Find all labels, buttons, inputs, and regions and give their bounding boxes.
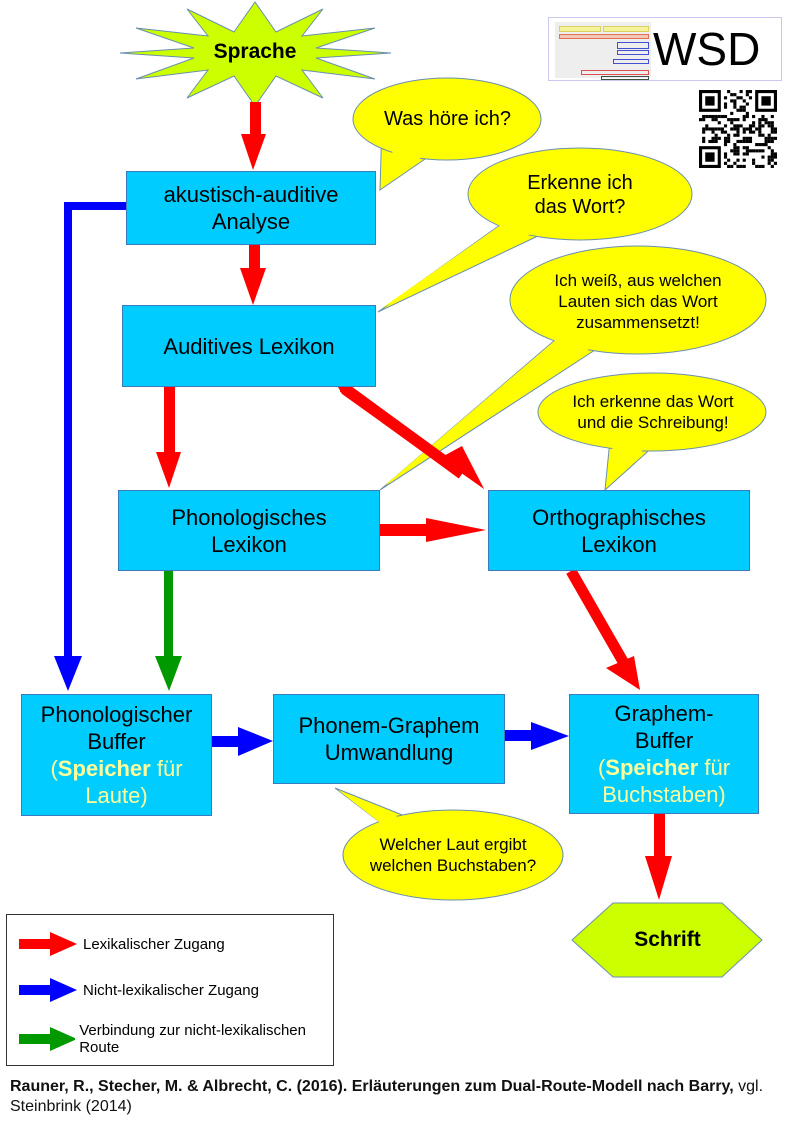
arrow-lexical-sprache-to-analyse — [241, 102, 266, 170]
arrow-non-lexical-analyse-to-phon-buffer — [54, 202, 126, 691]
citation: Rauner, R., Stecher, M. & Albrecht, C. (… — [10, 1077, 790, 1117]
bubble-erkenne-ich-das-wort: Erkenne ich das Wort? — [480, 170, 680, 220]
legend: Lexikalischer Zugang Nicht-lexikalischer… — [6, 914, 334, 1066]
box-line2: Umwandlung — [324, 740, 454, 765]
wsd-logo-text: WSD — [653, 23, 761, 75]
box-line1: Phonologischer — [40, 702, 193, 727]
arrow-lexical-auditives-to-orthographisches — [338, 382, 484, 489]
qr-code-icon — [699, 90, 777, 168]
box-auditives-lexikon: Auditives Lexikon — [122, 305, 376, 387]
box-note-line2: Buchstaben) — [602, 782, 726, 807]
arrow-lexical-auditives-to-phonologisches — [156, 387, 181, 488]
box-phonologischer-buffer: Phonologischer Buffer (Speicher für Laut… — [21, 694, 212, 816]
bubble-line3: zusammensetzt! — [576, 312, 700, 332]
citation-normal: vgl. Steinbrink (2014) — [10, 1078, 764, 1115]
box-line1: Phonologisches — [171, 504, 327, 530]
legend-item-non-lexical: Nicht-lexikalischer Zugang — [7, 977, 259, 1003]
end-label: Schrift — [634, 928, 701, 951]
note-bold: Speicher — [57, 756, 151, 781]
box-line1: Auditives Lexikon — [163, 333, 335, 359]
box-line1: Phonem-Graphem — [298, 713, 480, 738]
bubble-line2: welchen Buchstaben? — [369, 856, 537, 875]
box-line2: Analyse — [211, 209, 291, 234]
start-label: Sprache — [213, 40, 297, 63]
box-line2: Buffer — [87, 729, 146, 754]
bubble-line1: Ich erkenne das Wort — [572, 392, 734, 411]
bubble-was-hoere-ich: Was höre ich? — [360, 104, 535, 134]
bubble-line2: und die Schreibung! — [577, 413, 729, 432]
bubble-line1: Was höre ich? — [383, 108, 512, 130]
arrow-connection-phonologisches-to-phon-buffer — [155, 571, 182, 691]
legend-label: Lexikalischer Zugang — [83, 935, 225, 953]
arrows-layer — [54, 102, 672, 900]
bubble-line2: Lauten sich das Wort — [558, 291, 718, 311]
arrow-lexical-graphem-buffer-to-schrift — [645, 813, 672, 900]
note-rest: für — [150, 756, 183, 781]
red-arrow-icon — [19, 932, 77, 956]
arrow-non-lexical-phon-buffer-to-pg — [212, 727, 273, 756]
box-phonologisches-lexikon: Phonologisches Lexikon — [118, 490, 380, 571]
legend-label: Nicht-lexikalischer Zugang — [83, 981, 259, 999]
box-note-line2: Laute) — [85, 783, 148, 808]
green-arrow-icon — [19, 1027, 76, 1051]
legend-label: Verbindung zur nicht-lexikalischen Route — [79, 1022, 306, 1056]
legend-item-lexical: Lexikalischer Zugang — [7, 931, 225, 957]
box-line2: Buffer — [634, 728, 694, 753]
legend-item-connection: Verbindung zur nicht-lexikalischen Route — [7, 1022, 333, 1056]
bubble-ich-erkenne-shape — [537, 372, 767, 492]
box-line2: Lexikon — [581, 531, 657, 557]
end-hexagon-shape — [571, 902, 763, 978]
box-note: (Speicher für — [50, 755, 182, 782]
wsd-logo: WSD — [548, 17, 782, 81]
box-note: (Speicher für — [598, 754, 730, 781]
bubble-ich-weiss: Ich weiß, aus welchen Lauten sich das Wo… — [510, 268, 766, 334]
bubble-was-hoere-shape — [352, 77, 542, 191]
bubble-welcher-laut-shape — [334, 787, 564, 901]
arrow-lexical-orthographisches-to-graphem-buffer — [566, 568, 640, 690]
arrow-lexical-analyse-to-auditives — [240, 245, 266, 305]
note-rest: für — [698, 755, 731, 780]
box-phonem-graphem-umwandlung: Phonem-Graphem Umwandlung — [273, 694, 505, 784]
bubble-line1: Welcher Laut ergibt — [379, 835, 527, 854]
arrow-lexical-phonologisches-to-orthographisches — [380, 518, 486, 542]
note-open: ( — [597, 755, 606, 780]
box-orthographisches-lexikon: Orthographisches Lexikon — [488, 490, 750, 571]
arrow-non-lexical-pg-to-graphem-buffer — [505, 722, 569, 750]
box-line1: Orthographisches — [532, 504, 706, 530]
box-line2: Lexikon — [211, 531, 287, 557]
bubble-ich-erkenne-das-wort: Ich erkenne das Wort und die Schreibung! — [540, 390, 766, 434]
bubble-welcher-laut: Welcher Laut ergibt welchen Buchstaben? — [345, 833, 561, 877]
bubble-line2: das Wort? — [534, 196, 626, 218]
box-graphem-buffer: Graphem- Buffer (Speicher für Buchstaben… — [569, 694, 759, 814]
wsd-form-thumbnail — [555, 22, 651, 80]
box-line1: Graphem- — [614, 701, 714, 726]
box-akustisch-auditive-analyse: akustisch-auditive Analyse — [126, 171, 376, 245]
citation-bold: Rauner, R., Stecher, M. & Albrecht, C. (… — [10, 1078, 734, 1095]
note-open: ( — [50, 756, 58, 781]
bubble-line1: Erkenne ich — [527, 172, 633, 194]
bubble-line1: Ich weiß, aus welchen — [554, 270, 722, 290]
note-bold: Speicher — [605, 755, 699, 780]
blue-arrow-icon — [19, 978, 77, 1002]
bubble-erkenne-shape — [377, 147, 693, 313]
box-line1: akustisch-auditive — [163, 182, 339, 207]
